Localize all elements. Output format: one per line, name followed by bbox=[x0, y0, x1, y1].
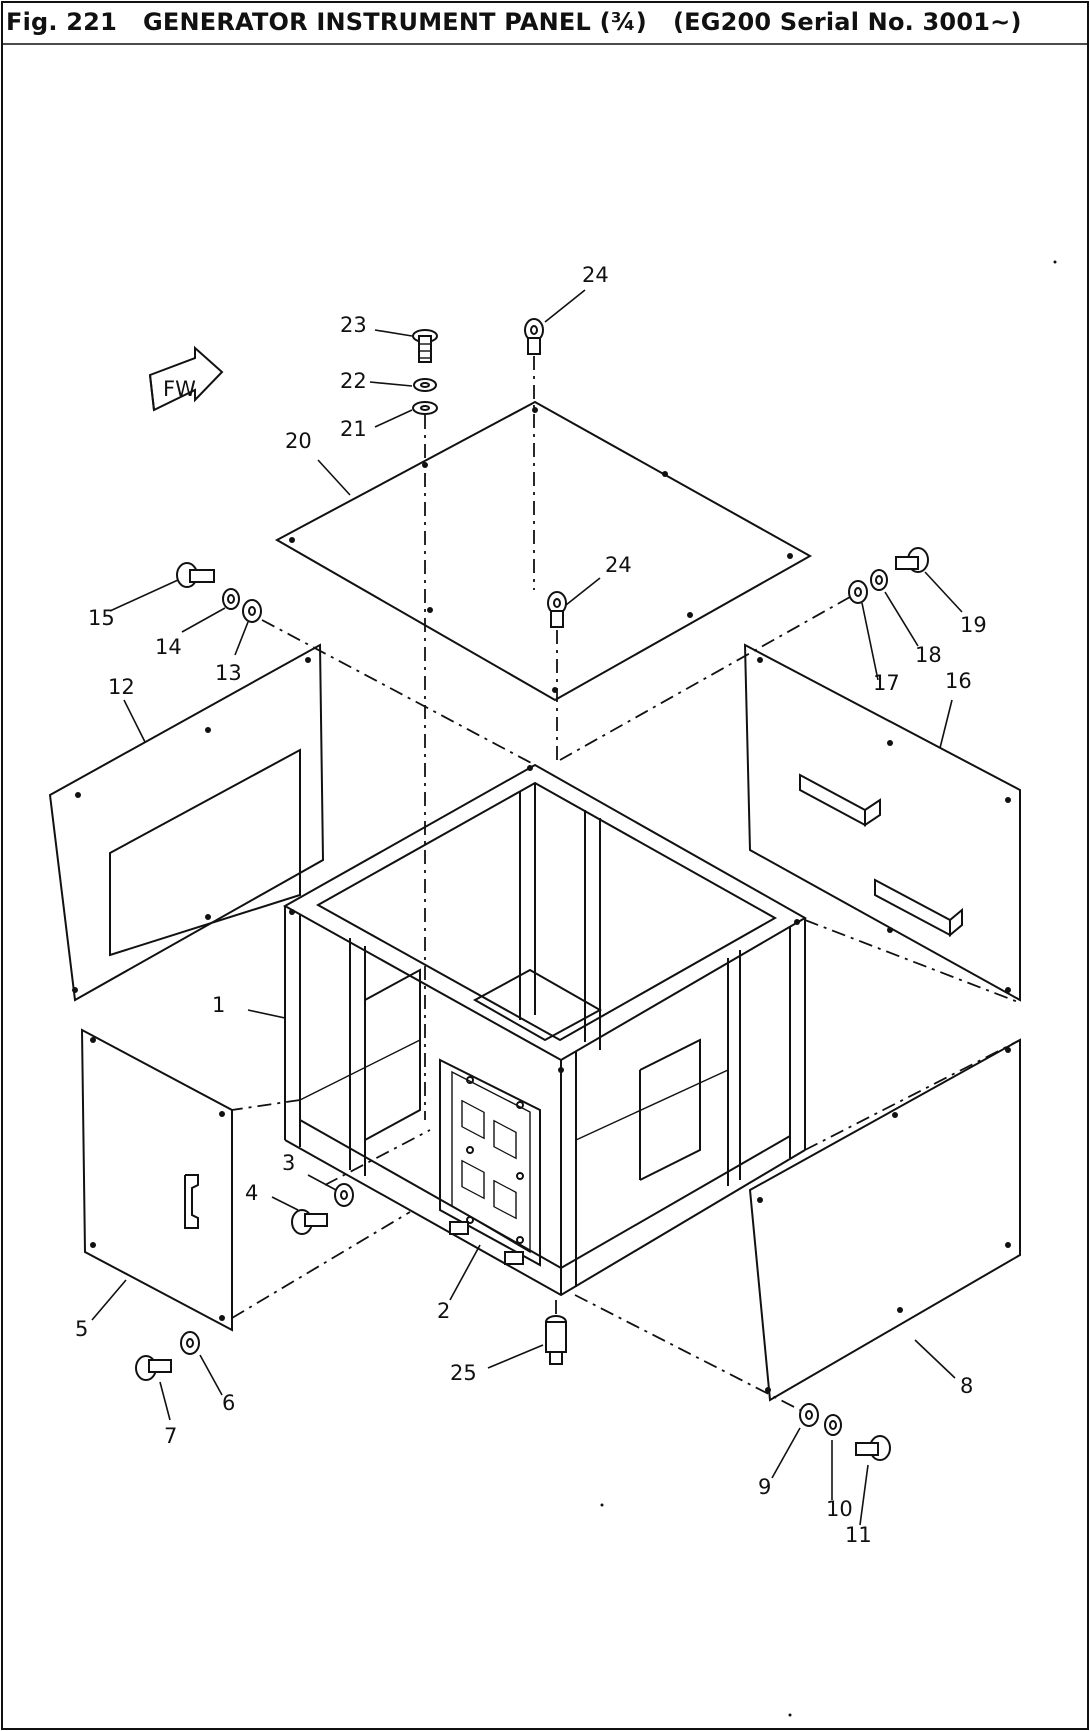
callout-15: 15 bbox=[88, 606, 115, 630]
callout-17: 17 bbox=[873, 671, 900, 695]
instrument-panel-plate bbox=[439, 1058, 541, 1267]
figure-model-serial: (EG200 Serial No. 3001~) bbox=[672, 8, 1022, 36]
assembly-centerlines bbox=[231, 356, 1021, 1411]
bottom-fitting bbox=[545, 1315, 567, 1365]
speck bbox=[788, 1713, 792, 1717]
frame-side-bolt-set bbox=[291, 1183, 354, 1235]
callout-4: 4 bbox=[245, 1181, 258, 1205]
callout-7: 7 bbox=[164, 1424, 177, 1448]
main-frame bbox=[282, 763, 808, 1297]
callout-8: 8 bbox=[960, 1374, 973, 1398]
top-cover-plate bbox=[274, 400, 813, 702]
right-upper-panel bbox=[743, 643, 1021, 1002]
speck bbox=[600, 1503, 604, 1507]
callout-9: 9 bbox=[758, 1475, 771, 1499]
callout-3: 3 bbox=[282, 1151, 295, 1175]
right-lower-panel bbox=[748, 1038, 1021, 1402]
figure-title: GENERATOR INSTRUMENT PANEL (¾) bbox=[142, 8, 647, 36]
callout-24-top: 24 bbox=[582, 263, 609, 287]
callout-20: 20 bbox=[285, 429, 312, 453]
callout-6: 6 bbox=[222, 1391, 235, 1415]
callout-labels: 1 2 3 4 5 6 7 8 9 10 11 12 13 14 15 16 1… bbox=[75, 263, 987, 1547]
right-lower-bolt-set bbox=[799, 1403, 891, 1461]
figure-number: Fig. 221 bbox=[6, 8, 117, 36]
callout-22: 22 bbox=[340, 369, 367, 393]
callout-12: 12 bbox=[108, 675, 135, 699]
callout-23: 23 bbox=[340, 313, 367, 337]
callout-25: 25 bbox=[450, 1361, 477, 1385]
lifting-eye-top bbox=[524, 318, 544, 355]
callout-leaders bbox=[91, 289, 963, 1526]
callout-5: 5 bbox=[75, 1317, 88, 1341]
lifting-eye-mid bbox=[547, 591, 567, 628]
left-upper-panel bbox=[48, 643, 325, 1002]
forward-direction-label: FW bbox=[163, 377, 196, 401]
left-lower-bolt-set bbox=[135, 1331, 200, 1381]
callout-1: 1 bbox=[212, 993, 225, 1017]
forward-direction-marker: FW bbox=[148, 345, 224, 412]
left-upper-bolt-set bbox=[176, 562, 262, 623]
callout-14: 14 bbox=[155, 635, 182, 659]
callout-11: 11 bbox=[845, 1523, 872, 1547]
callout-24-mid: 24 bbox=[605, 553, 632, 577]
right-upper-bolt-set bbox=[848, 547, 929, 604]
callout-21: 21 bbox=[340, 417, 367, 441]
callout-18: 18 bbox=[915, 643, 942, 667]
callout-10: 10 bbox=[826, 1497, 853, 1521]
speck bbox=[1053, 260, 1057, 264]
callout-2: 2 bbox=[437, 1299, 450, 1323]
figure-caption: Fig. 221 GENERATOR INSTRUMENT PANEL (¾) (E… bbox=[6, 8, 1022, 36]
left-lower-panel bbox=[80, 1028, 233, 1332]
callout-13: 13 bbox=[215, 661, 242, 685]
top-bolt-set bbox=[412, 329, 438, 415]
callout-19: 19 bbox=[960, 613, 987, 637]
callout-16: 16 bbox=[945, 669, 972, 693]
